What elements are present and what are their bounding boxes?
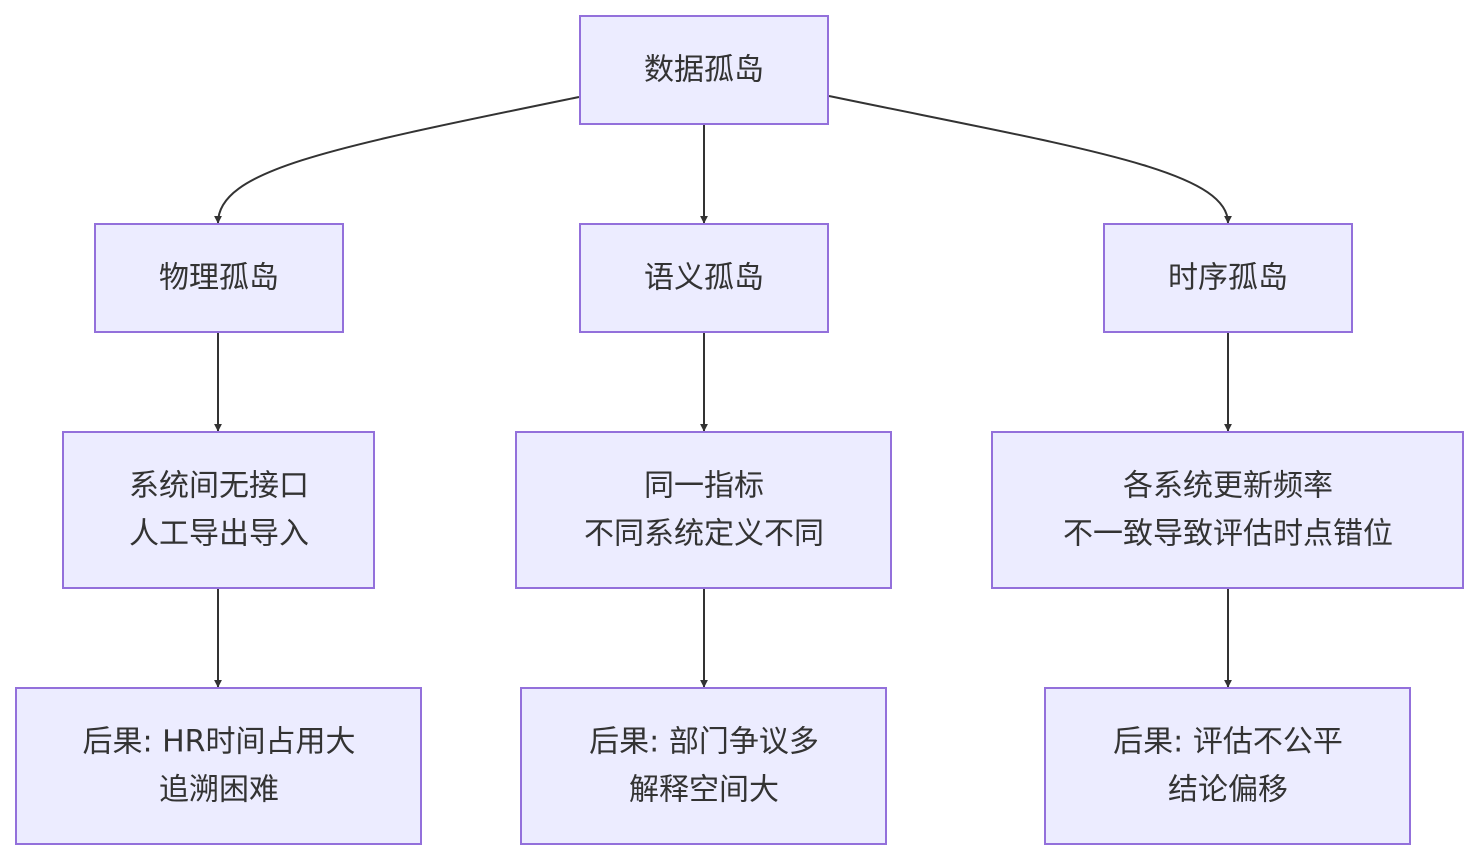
node-semantic-cause: 同一指标 不同系统定义不同: [515, 431, 892, 589]
node-semantic-effect-line-1: 后果: 部门争议多: [589, 725, 819, 760]
node-temporal-island-label: 时序孤岛: [1168, 261, 1288, 296]
node-root-label: 数据孤岛: [644, 53, 764, 88]
node-semantic-effect-line-2: 解释空间大: [629, 773, 779, 808]
edge-root-to-temporal: [828, 95, 1232, 224]
node-root: 数据孤岛: [579, 15, 829, 125]
node-physical-island: 物理孤岛: [94, 223, 344, 333]
node-temporal-cause-line-2: 不一致导致评估时点错位: [1063, 517, 1393, 552]
node-temporal-island: 时序孤岛: [1103, 223, 1353, 333]
node-physical-cause: 系统间无接口 人工导出导入: [62, 431, 375, 589]
node-physical-cause-line-1: 系统间无接口: [129, 469, 309, 504]
node-physical-effect-line-1: 后果: HR时间占用大: [82, 725, 355, 760]
edge-root-to-physical: [214, 96, 580, 224]
node-temporal-cause: 各系统更新频率 不一致导致评估时点错位: [991, 431, 1464, 589]
node-temporal-effect: 后果: 评估不公平 结论偏移: [1044, 687, 1411, 845]
node-physical-effect-line-2: 追溯困难: [159, 773, 279, 808]
node-temporal-effect-line-2: 结论偏移: [1168, 773, 1288, 808]
node-physical-effect: 后果: HR时间占用大 追溯困难: [15, 687, 422, 845]
node-physical-cause-line-2: 人工导出导入: [129, 517, 309, 552]
node-semantic-effect: 后果: 部门争议多 解释空间大: [520, 687, 887, 845]
node-physical-island-label: 物理孤岛: [159, 261, 279, 296]
node-semantic-cause-line-1: 同一指标: [644, 469, 764, 504]
node-temporal-cause-line-1: 各系统更新频率: [1123, 469, 1333, 504]
node-semantic-island: 语义孤岛: [579, 223, 829, 333]
node-semantic-cause-line-2: 不同系统定义不同: [584, 517, 824, 552]
node-semantic-island-label: 语义孤岛: [644, 261, 764, 296]
node-temporal-effect-line-1: 后果: 评估不公平: [1113, 725, 1343, 760]
edges: [214, 95, 1232, 688]
